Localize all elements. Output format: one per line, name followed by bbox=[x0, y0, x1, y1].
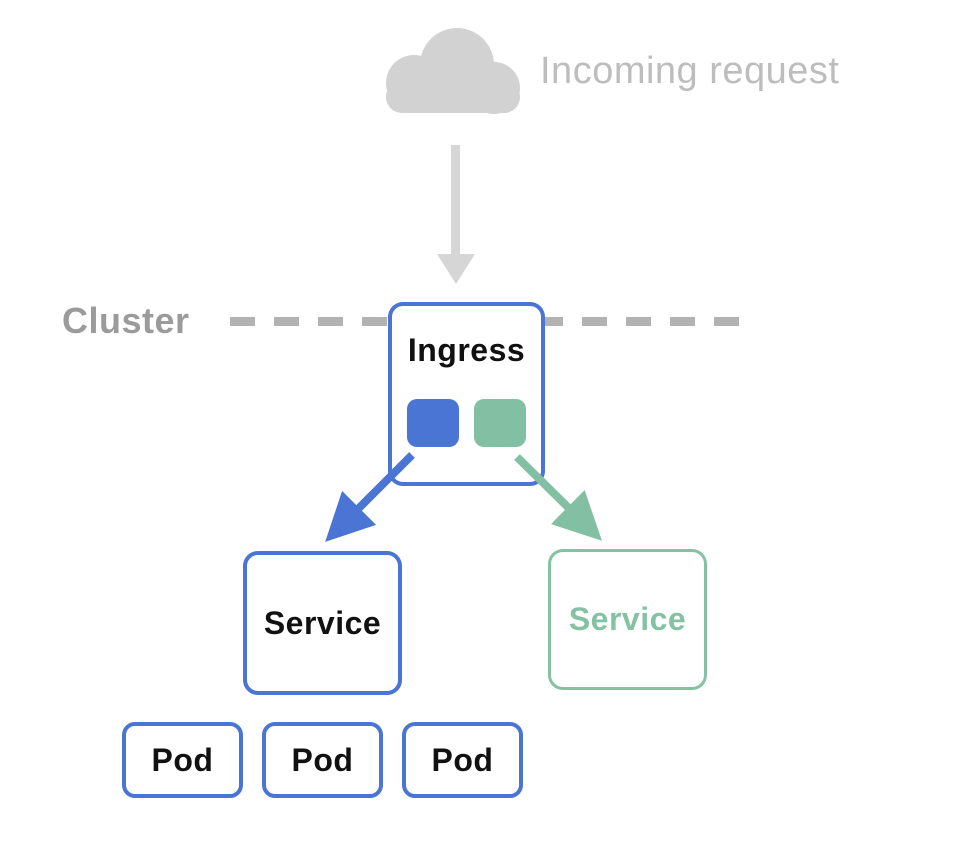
service-node-green: Service bbox=[548, 549, 707, 690]
service-green-label: Service bbox=[568, 601, 687, 637]
pod-1-label: Pod bbox=[151, 741, 214, 778]
service-blue-label: Service bbox=[263, 604, 382, 641]
green-route-square-icon bbox=[474, 399, 526, 447]
pod-node-1: Pod bbox=[122, 722, 243, 798]
pod-2-label: Pod bbox=[291, 741, 354, 778]
ingress-route-squares bbox=[407, 399, 526, 447]
pod-node-2: Pod bbox=[262, 722, 383, 798]
service-node-blue: Service bbox=[243, 551, 402, 695]
cluster-label: Cluster bbox=[62, 300, 190, 341]
ingress-node: Ingress bbox=[388, 302, 545, 486]
pod-3-label: Pod bbox=[431, 741, 494, 778]
incoming-arrow-head-icon bbox=[437, 254, 475, 284]
pod-node-3: Pod bbox=[402, 722, 523, 798]
incoming-arrow-shaft bbox=[451, 145, 460, 255]
blue-route-square-icon bbox=[407, 399, 459, 447]
ingress-label: Ingress bbox=[407, 332, 526, 368]
cloud-icon bbox=[386, 28, 520, 114]
incoming-request-label: Incoming request bbox=[540, 50, 840, 92]
